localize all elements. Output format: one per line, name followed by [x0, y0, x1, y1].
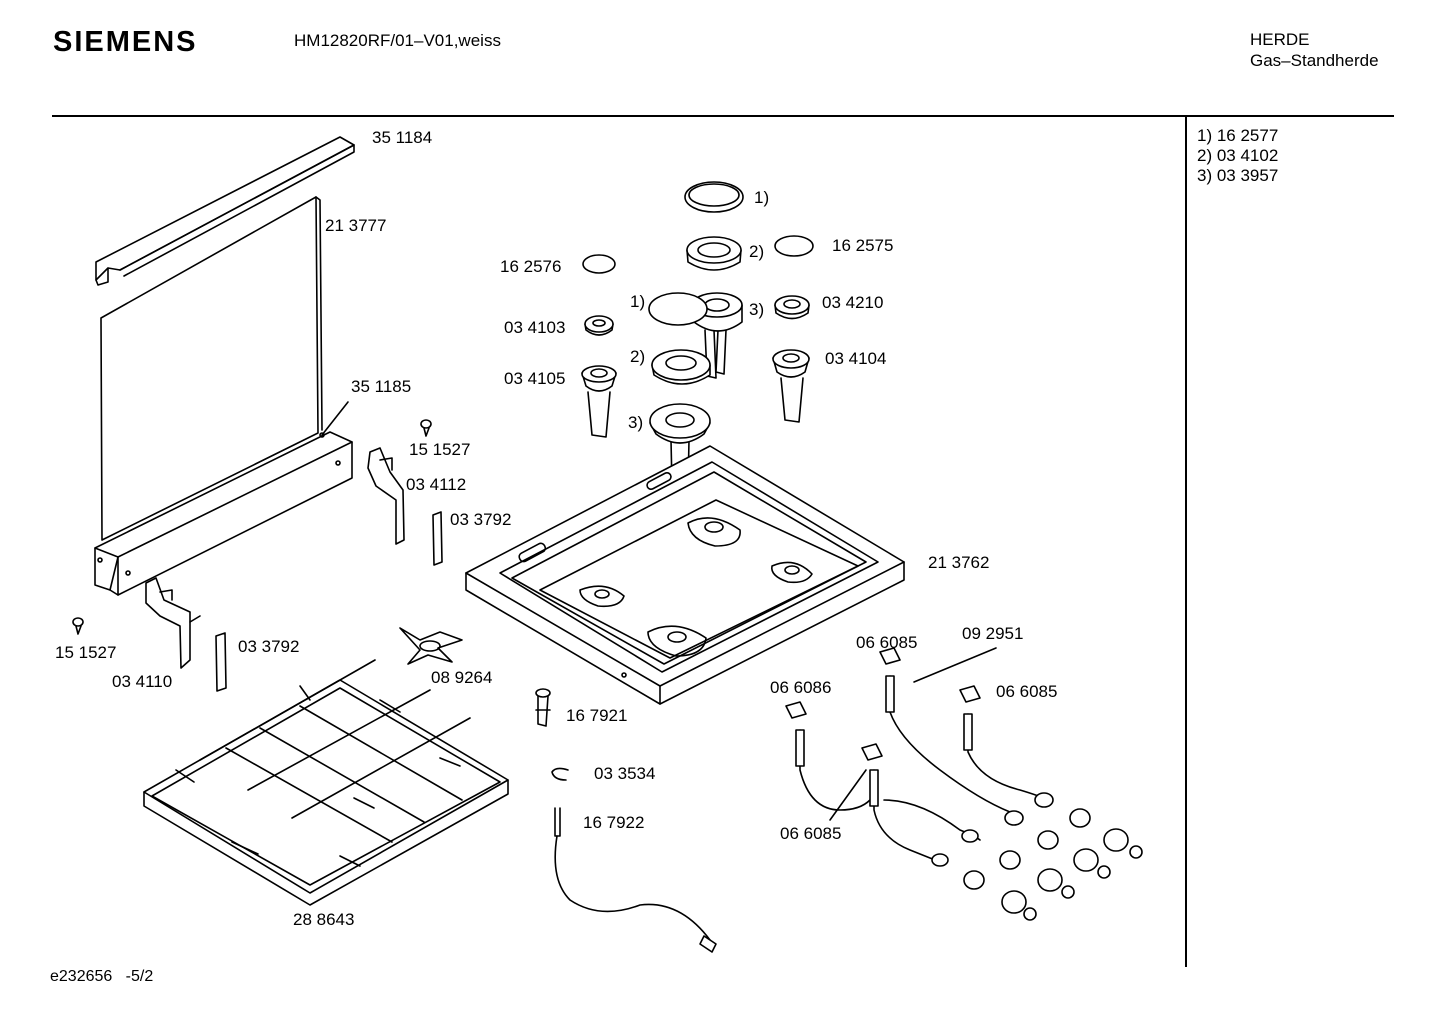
part-label: 03 4105 — [504, 369, 566, 388]
part-label: 06 6085 — [996, 682, 1058, 701]
part-label: 21 3777 — [325, 216, 387, 235]
part-label: 06 6086 — [770, 678, 832, 697]
part-label: 03 4210 — [822, 293, 884, 312]
screw-a — [421, 420, 431, 436]
model-number: HM12820RF/01–V01,weiss — [294, 31, 501, 50]
part-label: 08 9264 — [431, 668, 493, 687]
category-title: HERDE — [1250, 30, 1310, 49]
part-label: 09 2951 — [962, 624, 1024, 643]
part-label: 16 2575 — [832, 236, 894, 255]
part-label: 03 3792 — [238, 637, 300, 656]
legend-item: 2) 03 4102 — [1197, 146, 1279, 165]
gas-nozzles — [932, 793, 1142, 920]
callout-marker: 1) — [754, 188, 770, 207]
callout-marker: 3) — [628, 413, 644, 432]
legend-item: 1) 16 2577 — [1197, 126, 1279, 145]
part-label: 03 4104 — [825, 349, 887, 368]
callout-marker: 2) — [749, 242, 765, 261]
document-id: e232656 -5/2 — [50, 968, 153, 986]
retaining-clip — [552, 768, 568, 780]
burner-tube-034104 — [773, 350, 809, 422]
ignition-electrode-clips — [786, 648, 996, 820]
part-label: 16 7922 — [583, 813, 645, 832]
wok-support — [400, 628, 462, 664]
category-subtitle: Gas–Standherde — [1250, 51, 1379, 70]
knob-axle — [536, 689, 550, 726]
part-label: 16 7921 — [566, 706, 628, 725]
top-trim-strip — [96, 137, 354, 285]
part-label: 03 4112 — [406, 475, 467, 494]
burner-crown-mid-2 — [652, 350, 710, 384]
part-label: 03 4110 — [112, 672, 173, 691]
screw-b — [73, 618, 83, 634]
header-divider — [52, 115, 1394, 117]
part-label: 28 8643 — [293, 910, 355, 929]
mounting-strip-a — [433, 512, 442, 565]
part-label: 03 3534 — [594, 764, 656, 783]
burner-crown-2 — [687, 237, 741, 270]
thermocouple-cable — [555, 808, 716, 952]
rear-rail — [95, 402, 352, 595]
back-panel — [101, 197, 322, 540]
burner-head-034103 — [585, 316, 613, 335]
part-label: 06 6085 — [780, 824, 842, 843]
part-label: 15 1527 — [55, 643, 117, 662]
legend-divider — [1185, 117, 1187, 967]
callout-marker: 3) — [749, 300, 765, 319]
part-label: 16 2576 — [500, 257, 562, 276]
brand-logo: SIEMENS — [53, 26, 198, 58]
side-bracket-right — [368, 448, 404, 544]
legend-item: 3) 03 3957 — [1197, 166, 1279, 185]
part-label: 03 3792 — [450, 510, 512, 529]
burner-head-034210 — [775, 296, 809, 319]
side-bracket-left — [146, 578, 200, 668]
part-label: 35 1185 — [351, 377, 412, 396]
part-label: 03 4103 — [504, 318, 566, 337]
callout-marker: 1) — [630, 292, 646, 311]
pan-support-grid — [144, 660, 508, 905]
part-label: 21 3762 — [928, 553, 990, 572]
part-label: 06 6085 — [856, 633, 918, 652]
mounting-strip-b — [216, 633, 226, 691]
burner-tube-034105 — [582, 366, 616, 437]
doc-id-text: e232656 — [50, 968, 113, 985]
burner-cap-162575 — [775, 236, 813, 256]
callout-marker: 2) — [630, 347, 646, 366]
part-label: 35 1184 — [372, 128, 433, 147]
burner-cap-162576 — [583, 255, 615, 273]
hob-tray — [466, 446, 904, 704]
page-number: -5/2 — [125, 968, 154, 985]
burner-cap-1 — [685, 182, 743, 212]
part-label: 15 1527 — [409, 440, 471, 459]
